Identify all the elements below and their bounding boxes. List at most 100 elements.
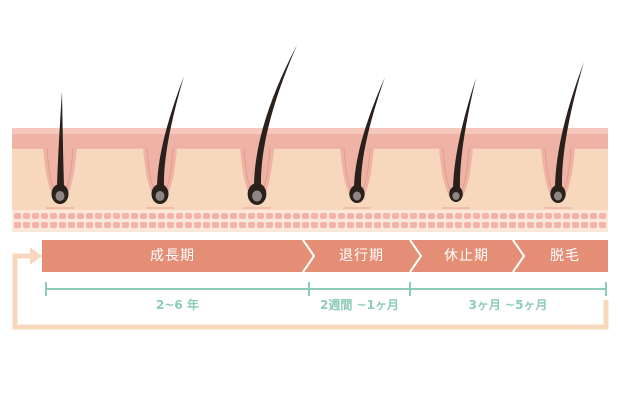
- cell: [257, 213, 264, 219]
- cell: [590, 222, 597, 228]
- cell: [536, 213, 543, 219]
- cell: [158, 213, 165, 219]
- cell: [437, 222, 444, 228]
- cell: [491, 213, 498, 219]
- cell: [536, 222, 543, 228]
- cell: [590, 213, 597, 219]
- cell: [14, 213, 21, 219]
- cell: [248, 222, 255, 228]
- cell: [599, 213, 606, 219]
- cell: [464, 213, 471, 219]
- cell: [356, 213, 363, 219]
- cell: [275, 213, 282, 219]
- cell: [23, 222, 30, 228]
- cell: [329, 213, 336, 219]
- cell: [68, 213, 75, 219]
- hair-follicle-icon: [42, 91, 78, 209]
- cell: [446, 213, 453, 219]
- cell: [194, 222, 201, 228]
- cell: [581, 222, 588, 228]
- cell: [482, 213, 489, 219]
- cell: [554, 222, 561, 228]
- cell: [41, 213, 48, 219]
- cell: [500, 213, 507, 219]
- cell: [41, 222, 48, 228]
- cell: [365, 222, 372, 228]
- cell: [302, 213, 309, 219]
- cell: [23, 213, 30, 219]
- cell: [140, 213, 147, 219]
- cell: [59, 222, 66, 228]
- cell: [284, 222, 291, 228]
- cell: [140, 222, 147, 228]
- cell: [203, 213, 210, 219]
- cell: [572, 222, 579, 228]
- duration-label-telogen: 3ヶ月 ~5ヶ月: [468, 298, 548, 312]
- cell: [131, 222, 138, 228]
- hair-follicle-icon: [239, 45, 297, 209]
- cell: [401, 213, 408, 219]
- cell: [86, 213, 93, 219]
- cell: [491, 222, 498, 228]
- skin-top-edge: [12, 128, 608, 134]
- cell: [167, 213, 174, 219]
- cell: [77, 222, 84, 228]
- cell: [50, 213, 57, 219]
- phase-arrow-1: [42, 240, 314, 272]
- cell: [248, 213, 255, 219]
- cell: [320, 222, 327, 228]
- cell: [338, 213, 345, 219]
- cell: [230, 222, 237, 228]
- cell: [230, 213, 237, 219]
- hair-follicle-icon: [438, 78, 476, 209]
- cell: [293, 213, 300, 219]
- hair-follicle-icon: [339, 77, 385, 209]
- cell: [428, 222, 435, 228]
- cell: [95, 222, 102, 228]
- cell: [545, 222, 552, 228]
- phase-divider-1: [302, 239, 316, 273]
- phase-divider-3: [512, 239, 526, 273]
- cell: [59, 213, 66, 219]
- cell: [131, 213, 138, 219]
- cell: [149, 222, 156, 228]
- cell: [122, 222, 129, 228]
- cell: [419, 222, 426, 228]
- cell-row: [14, 213, 606, 228]
- cell: [221, 213, 228, 219]
- cell: [167, 222, 174, 228]
- cell: [275, 222, 282, 228]
- cell: [68, 222, 75, 228]
- cell: [554, 213, 561, 219]
- phase-arrow-2: [303, 240, 421, 272]
- cell: [374, 213, 381, 219]
- cell: [266, 222, 273, 228]
- cell: [302, 222, 309, 228]
- cell: [113, 222, 120, 228]
- cell: [518, 213, 525, 219]
- follicle-group: [42, 45, 584, 209]
- cell: [509, 213, 516, 219]
- cell: [32, 222, 39, 228]
- cell: [473, 213, 480, 219]
- cell: [473, 222, 480, 228]
- cell: [527, 213, 534, 219]
- cell: [392, 222, 399, 228]
- dermis-layer: [12, 148, 608, 210]
- cell: [176, 222, 183, 228]
- cell: [212, 213, 219, 219]
- cell: [392, 213, 399, 219]
- cell: [50, 222, 57, 228]
- cell: [581, 213, 588, 219]
- cell: [158, 222, 165, 228]
- cell: [455, 222, 462, 228]
- cell: [464, 222, 471, 228]
- cell: [212, 222, 219, 228]
- cell: [563, 213, 570, 219]
- cell: [572, 213, 579, 219]
- cell: [320, 213, 327, 219]
- cell: [221, 222, 228, 228]
- cell: [509, 222, 516, 228]
- cell: [77, 213, 84, 219]
- cell: [86, 222, 93, 228]
